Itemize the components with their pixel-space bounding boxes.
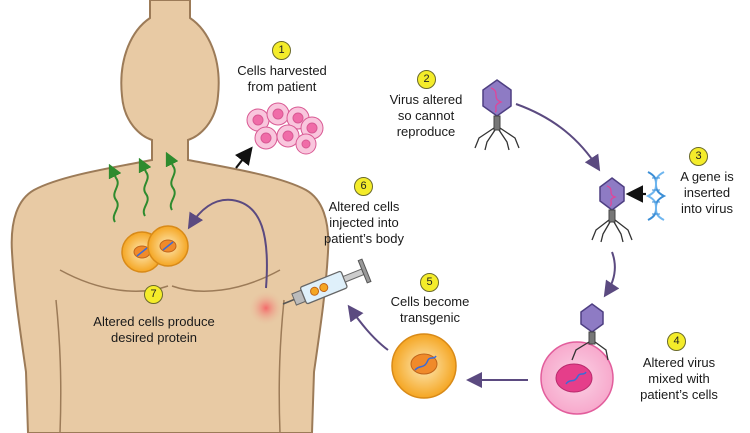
flow-arrow — [515, 103, 601, 172]
virus-icon — [474, 79, 520, 151]
harvested-cells — [246, 102, 324, 155]
step-label: Cells harvested from patient — [237, 63, 327, 94]
flow-arrow — [347, 304, 389, 351]
patient-cell-pink — [540, 341, 614, 415]
step-badge: 5 — [420, 273, 439, 292]
protein-arrow — [165, 151, 179, 211]
step-badge: 7 — [144, 285, 163, 304]
step-badge: 6 — [354, 177, 373, 196]
step-label: Virus altered so cannot reproduce — [389, 92, 463, 139]
syringe-icon — [282, 258, 372, 306]
dna-icon — [645, 171, 667, 221]
flow-arrow — [603, 251, 620, 298]
step-badge: 2 — [417, 70, 436, 89]
arm-line — [55, 299, 62, 433]
injection-site — [248, 290, 284, 326]
virus-icon — [571, 303, 609, 361]
flow-arrow — [187, 198, 268, 289]
patient-torso — [10, 0, 330, 433]
step-badge: 3 — [689, 147, 708, 166]
protein-arrow — [138, 157, 152, 217]
step-label: Altered cells injected into patient’s bo… — [324, 199, 404, 246]
altered-cells-in-body — [121, 225, 189, 273]
step-label: Altered virus mixed with patient’s cells — [640, 355, 718, 402]
step-label: Cells become transgenic — [390, 294, 470, 325]
virus-icon — [591, 177, 633, 243]
step-badge: 4 — [667, 332, 686, 351]
protein-arrow — [108, 163, 122, 223]
harvest-arrow — [234, 146, 253, 169]
step-label: Altered cells produce desired protein — [93, 314, 215, 345]
step-label: A gene is inserted into virus — [680, 169, 734, 216]
step-badge: 1 — [272, 41, 291, 60]
transgenic-cell — [391, 333, 457, 399]
